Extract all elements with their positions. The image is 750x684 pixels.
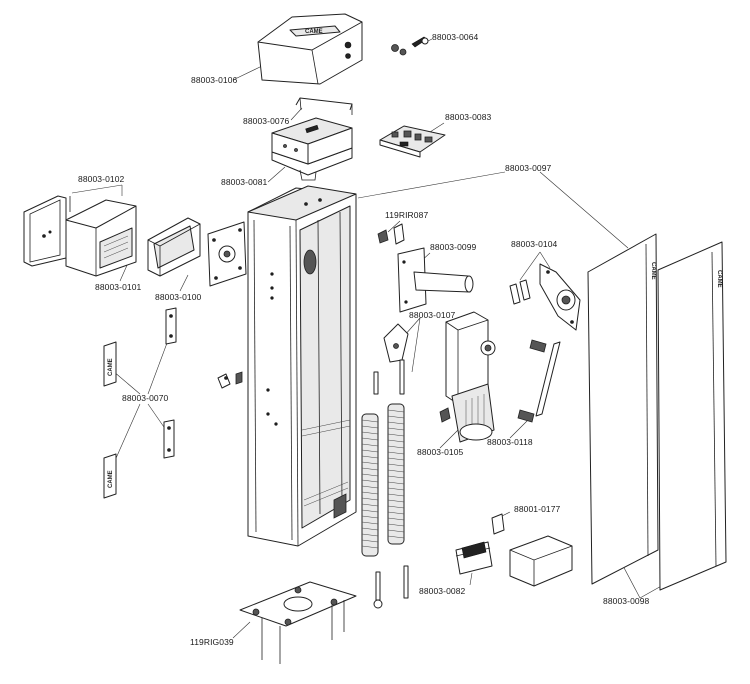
- label-88003-0064: 88003-0064: [432, 32, 479, 42]
- label-88003-0098: 88003-0098: [603, 596, 650, 606]
- control-board-88003-0083: [379, 125, 446, 158]
- shaft-plate-88003-0099: [397, 247, 474, 313]
- fitting-119RIR087: [377, 223, 405, 245]
- connector-88001-0177: [491, 513, 505, 535]
- channel-88003-0100: [147, 217, 201, 277]
- hood-88003-0101: [65, 199, 137, 277]
- label-88003-0101: 88003-0101: [95, 282, 142, 292]
- label-88003-0105: 88003-0105: [417, 447, 464, 457]
- label-88003-0104: 88003-0104: [511, 239, 558, 249]
- foundation-plate-119RIG039: [239, 581, 357, 664]
- latch: [217, 371, 243, 389]
- arm-pins-88003-0107: [373, 323, 409, 395]
- label-88003-0100: 88003-0100: [155, 292, 202, 302]
- label-88003-0099: 88003-0099: [430, 242, 477, 252]
- battery-box: [509, 535, 573, 587]
- label-88001-0177: 88001-0177: [514, 504, 561, 514]
- enclosure-box-88003-0081: [271, 117, 353, 181]
- label-88003-0076: 88003-0076: [243, 116, 290, 126]
- side-cover-88003-0102: [23, 195, 71, 267]
- springs: [361, 403, 405, 557]
- key-badge-upper: CAME: [108, 358, 114, 376]
- main-cabinet: [247, 185, 357, 547]
- key-lock-88003-0064: [391, 36, 429, 56]
- label-88003-0081: 88003-0081: [221, 177, 268, 187]
- label-88003-0118: 88003-0118: [487, 437, 533, 447]
- label-88003-0107: 88003-0107: [409, 310, 456, 320]
- panel-logo-right: CAME: [716, 270, 722, 288]
- leader-lines: [71, 38, 673, 639]
- gearmotor-88003-0105: [439, 311, 496, 443]
- transformer-88003-0082: [455, 541, 493, 575]
- cover-panels-88003-0098: CAME: [657, 241, 727, 591]
- clip-holders-88003-0070: CAME CAME: [103, 307, 177, 499]
- cover-panels-88003-0097: CAME: [587, 233, 659, 585]
- tension-rods: [373, 565, 409, 609]
- label-88003-0082: 88003-0082: [419, 586, 466, 596]
- label-88003-0070: 88003-0070: [122, 393, 169, 403]
- bracket-88003-0076: [295, 97, 353, 115]
- top-cover-88003-0106: CAME: [257, 13, 363, 85]
- panel-logo-left: CAME: [650, 262, 656, 280]
- label-88003-0102: 88003-0102: [78, 174, 125, 184]
- label-88003-0097: 88003-0097: [505, 163, 552, 173]
- label-119RIR087: 119RIR087: [385, 210, 429, 220]
- bolts-bracket-88003-0104: [509, 263, 581, 331]
- label-88003-0083: 88003-0083: [445, 112, 492, 122]
- label-88003-0106: 88003-0106: [191, 75, 238, 85]
- key-badge-lower: CAME: [108, 470, 114, 488]
- label-119RIG039: 119RIG039: [190, 637, 234, 647]
- mounting-plate: [207, 221, 247, 287]
- connecting-rod-88003-0118: [517, 339, 561, 423]
- cover-logo: CAME: [305, 29, 323, 35]
